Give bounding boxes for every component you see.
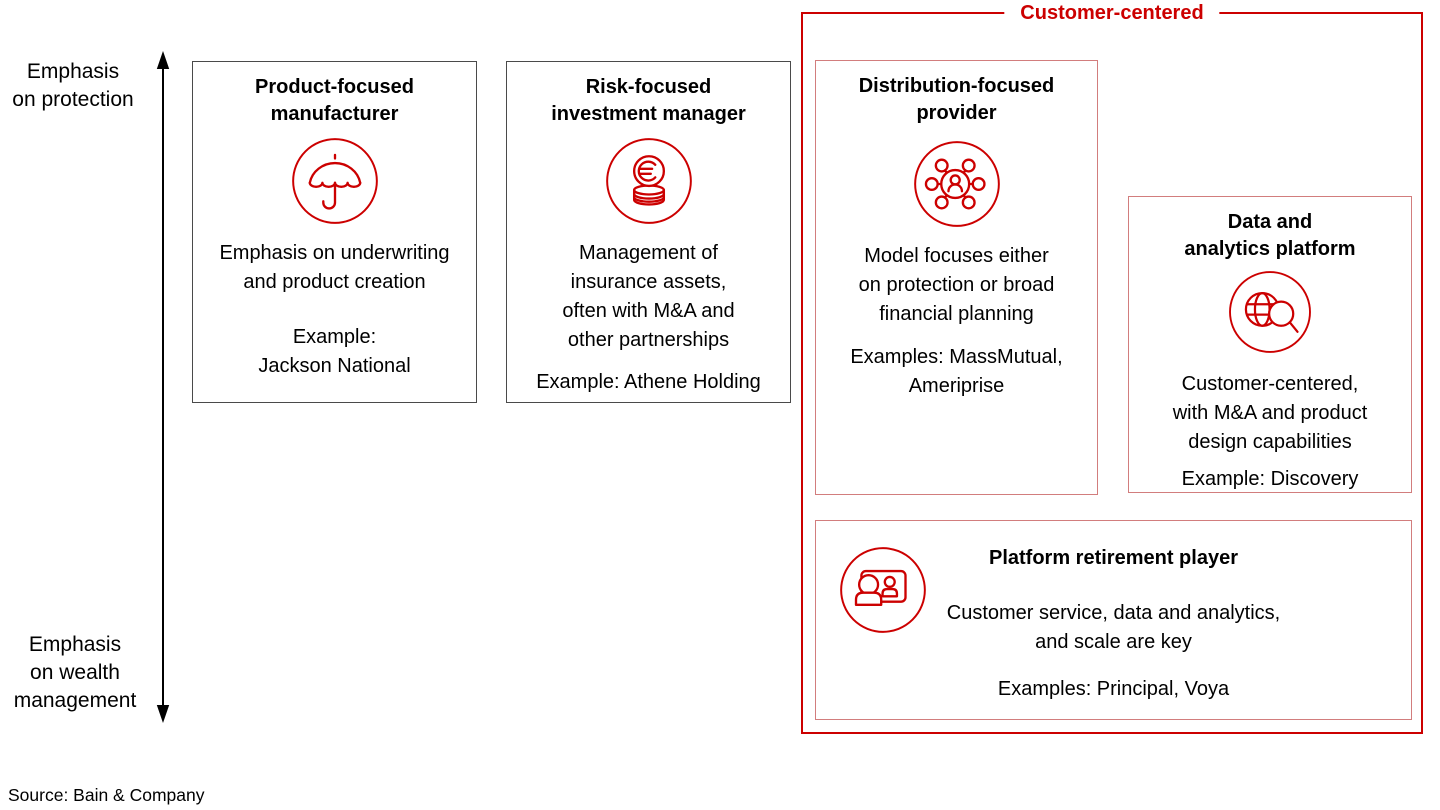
axis-label-protection: Emphasis on protection: [12, 60, 134, 111]
box-title: Data and analytics platform: [1184, 211, 1356, 260]
axis-label-wealth-management: Emphasis on wealth management: [13, 633, 137, 712]
box-example: Examples: Principal, Voya: [997, 678, 1230, 700]
euro-coins-icon: [604, 136, 694, 231]
box-title: Product-focused manufacturer: [255, 76, 414, 125]
distribution-network-icon: [912, 139, 1002, 234]
box-product-focused-manufacturer: Product-focused manufacturer Emphasis on…: [192, 61, 477, 403]
box-example: Example: Athene Holding: [536, 371, 761, 393]
box-example: Examples: MassMutual, Ameriprise: [850, 346, 1063, 397]
box-title: Risk-focused investment manager: [551, 76, 746, 125]
box-description: Emphasis on underwriting and product cre…: [219, 242, 450, 293]
box-description: Customer-centered, with M&A and product …: [1172, 373, 1368, 453]
box-example: Example: Jackson National: [258, 326, 411, 377]
box-title: Distribution-focused provider: [858, 75, 1055, 124]
globe-search-icon: [1227, 269, 1313, 360]
customer-centered-group: Customer-centered: [801, 0, 1423, 734]
vertical-axis-arrow-icon: [156, 51, 170, 723]
source-note: Source: Bain & Company: [8, 785, 205, 805]
box-description: Model focuses either on protection or br…: [858, 245, 1055, 325]
box-data-and-analytics-platform: Data and analytics platform Customer-cen…: [1128, 196, 1412, 493]
box-description: Management of insurance assets, often wi…: [562, 242, 735, 351]
umbrella-icon: [290, 136, 380, 231]
box-risk-focused-investment-manager: Risk-focused investment manager Manageme…: [506, 61, 791, 403]
customer-centered-label: Customer-centered: [1004, 0, 1220, 27]
people-presentation-icon: [838, 545, 928, 640]
box-example: Example: Discovery: [1181, 468, 1359, 490]
box-description: Customer service, data and analytics, an…: [946, 602, 1281, 653]
box-distribution-focused-provider: Distribution-focused provider: [815, 60, 1098, 495]
box-title: Platform retirement player: [989, 547, 1238, 569]
box-platform-retirement-player: Platform retirement player Customer serv…: [815, 520, 1412, 720]
